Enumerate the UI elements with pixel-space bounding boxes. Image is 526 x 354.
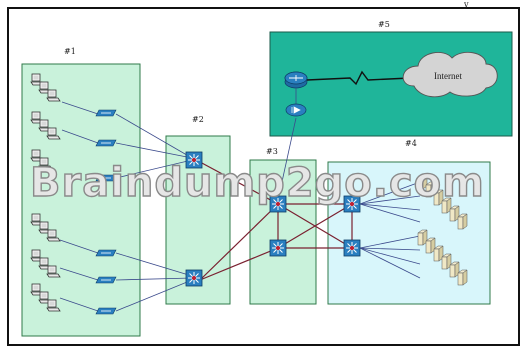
access-switch-icon — [95, 276, 117, 284]
zone-2-label: #2 — [192, 115, 204, 124]
datacenter-switch-icon — [343, 239, 361, 257]
zone-5-label: #5 — [378, 20, 390, 29]
router-icon — [284, 71, 308, 89]
internet-label: Internet — [434, 71, 462, 81]
zone-4-label: #4 — [405, 139, 417, 148]
access-switch-icon — [95, 307, 117, 315]
links-servers — [277, 117, 421, 279]
wan-link — [306, 70, 411, 86]
access-switch-icon — [95, 249, 117, 257]
distribution-switch-icon — [185, 269, 203, 287]
internet-cloud-icon — [402, 51, 498, 98]
zone-1 — [21, 63, 141, 337]
access-switch-icon — [95, 139, 117, 147]
top-caption: y — [463, 0, 469, 9]
zone-1-label: #1 — [64, 47, 76, 56]
links-access — [59, 101, 193, 312]
access-switch-icon — [95, 109, 117, 117]
zone-3-label: #3 — [266, 147, 278, 156]
core-switch-icon — [269, 239, 287, 257]
firewall-icon — [285, 103, 307, 117]
watermark: Braindump2go.com — [30, 160, 485, 206]
